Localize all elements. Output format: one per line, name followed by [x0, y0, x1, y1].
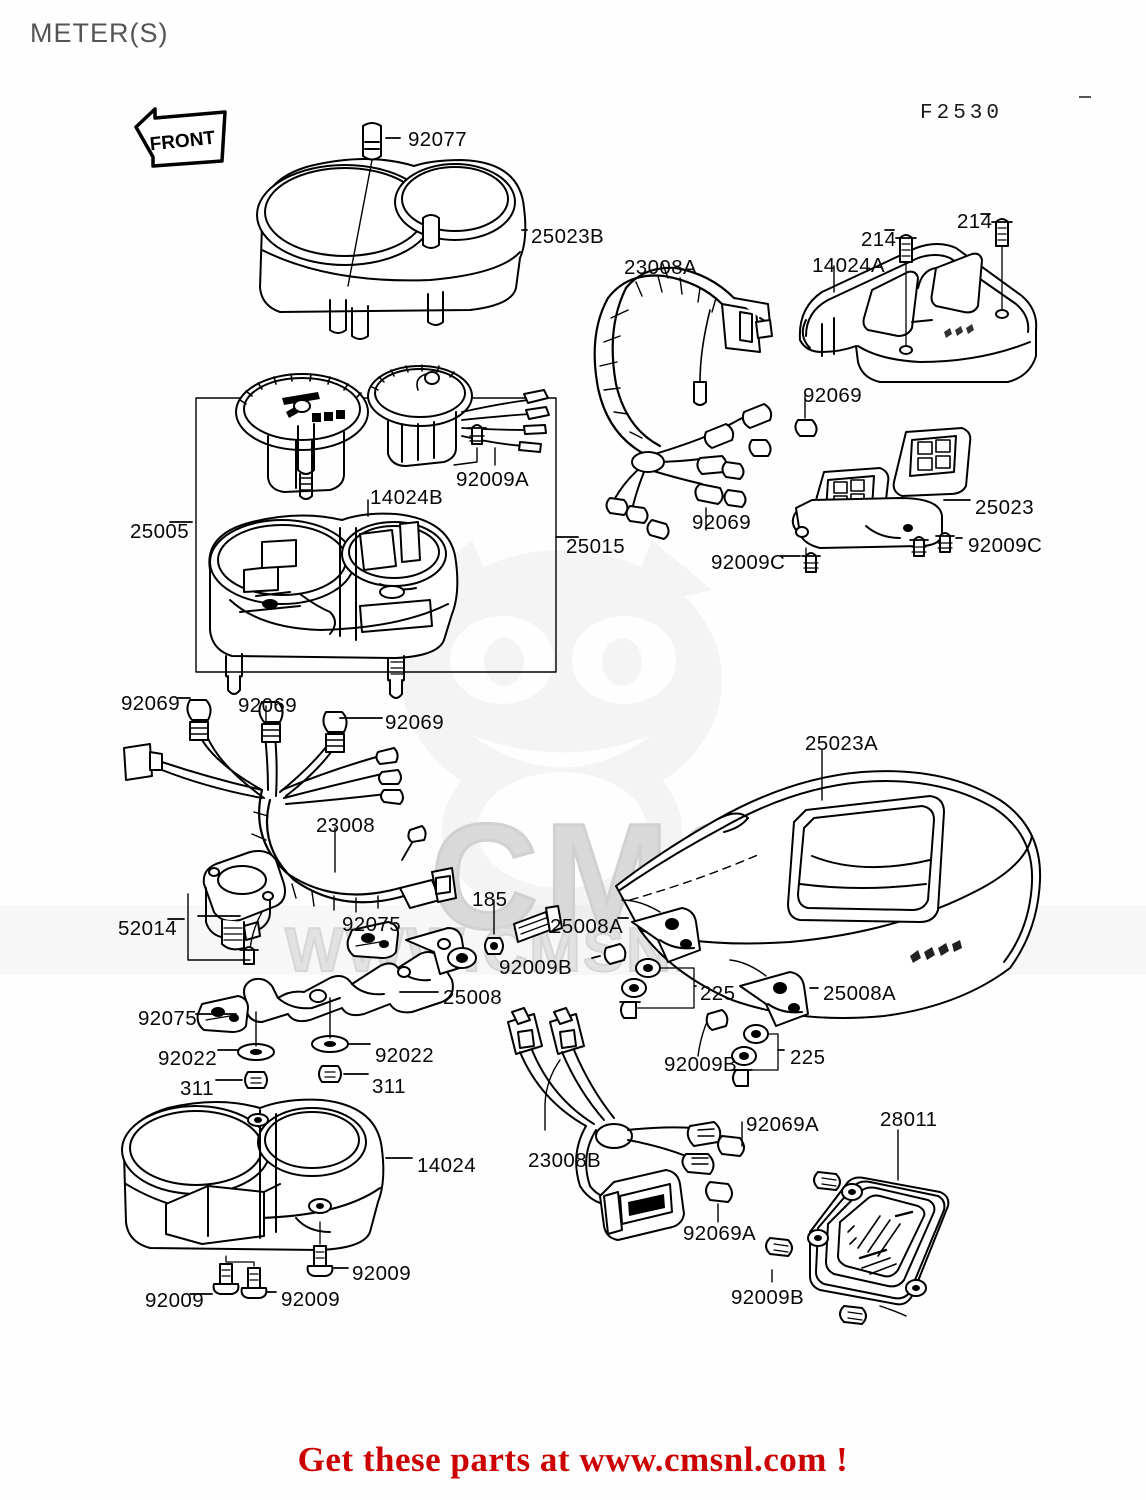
callout-92009-screw-a[interactable]: 92009 — [352, 1262, 412, 1285]
part-25015-tachometer — [367, 364, 550, 467]
callout-14024A-cover[interactable]: 14024A — [812, 254, 886, 277]
callout-23008A-harness[interactable]: 23008A — [624, 256, 698, 279]
callout-92069-bulb-upper[interactable]: 92069 — [803, 384, 863, 407]
callout-25005-speedometer-assy[interactable]: 25005 — [130, 520, 190, 543]
callout-92009B-screw-b[interactable]: 92009B — [664, 1053, 738, 1076]
callout-25023B-meter-cover[interactable]: 25023B — [531, 225, 605, 248]
callout-14024B-case[interactable]: 14024B — [370, 486, 444, 509]
callout-92009B-screw-a[interactable]: 92009B — [499, 956, 573, 979]
callout-14024-meter-body[interactable]: 14024 — [417, 1154, 477, 1177]
part-25023-indicator-panel — [779, 427, 972, 573]
callout-25023-indicator-panel[interactable]: 25023 — [975, 496, 1035, 519]
front-direction-arrow-icon: FRONT — [134, 107, 227, 168]
callout-23008B-harness[interactable]: 23008B — [528, 1149, 602, 1172]
part-23008-harness — [123, 697, 457, 913]
callout-185-washer[interactable]: 185 — [472, 888, 508, 911]
callout-92022-washer-right[interactable]: 92022 — [375, 1044, 435, 1067]
part-25005-speedometer — [235, 373, 369, 500]
callout-92069-bulb-a[interactable]: 92069 — [121, 692, 181, 715]
part-25023a-outer-cover — [615, 749, 1042, 1019]
callout-225-nut-b[interactable]: 225 — [790, 1046, 826, 1069]
callout-92069A-bulb-lower[interactable]: 92069A — [683, 1222, 757, 1245]
callout-92022-washer-left[interactable]: 92022 — [158, 1047, 218, 1070]
figure-code: F2530 — [920, 102, 1004, 125]
part-25023b-meter-cover — [256, 122, 528, 340]
callout-92069-bulb-lower[interactable]: 92069 — [692, 511, 752, 534]
callout-25008-bracket[interactable]: 25008 — [443, 986, 503, 1009]
callout-52014-gauge[interactable]: 52014 — [118, 917, 178, 940]
callout-25008A-bracket-upper[interactable]: 25008A — [550, 915, 624, 938]
callout-225-nut-a[interactable]: 225 — [700, 982, 736, 1005]
part-52014-gauge — [167, 850, 286, 965]
part-23008b-harness — [507, 1007, 745, 1241]
page-title: METER(S) — [30, 18, 169, 48]
callout-92009A-screw[interactable]: 92009A — [456, 468, 530, 491]
callout-28011-indicator-unit[interactable]: 28011 — [880, 1108, 938, 1131]
part-14024-meter-body — [121, 1098, 413, 1299]
group-box-25005-25015 — [169, 397, 579, 673]
callout-214-screw-left[interactable]: 214 — [861, 228, 897, 251]
callout-92077-bulb-socket[interactable]: 92077 — [408, 128, 468, 151]
callout-92069-bulb-c[interactable]: 92069 — [385, 711, 445, 734]
callout-92009C-screw-left[interactable]: 92009C — [711, 551, 786, 574]
callout-25023A-meter-cover-outer[interactable]: 25023A — [805, 732, 879, 755]
corner-tick-mark — [1079, 96, 1091, 98]
footer-cta[interactable]: Get these parts at www.cmsnl.com ! — [297, 1440, 849, 1479]
callout-92069-bulb-b[interactable]: 92069 — [238, 694, 298, 717]
part-14024b-meter-case — [208, 499, 459, 699]
part-14024a-cover — [798, 213, 1038, 383]
callout-25008A-bracket-lower[interactable]: 25008A — [823, 982, 897, 1005]
part-25008-bracket — [195, 899, 563, 1089]
callout-92069A-bulb-upper[interactable]: 92069A — [746, 1113, 820, 1136]
callout-23008-harness[interactable]: 23008 — [316, 814, 376, 837]
callout-311-nut-left[interactable]: 311 — [180, 1077, 214, 1100]
callout-92009B-screw-c[interactable]: 92009B — [731, 1286, 805, 1309]
callout-92009C-screw-right[interactable]: 92009C — [968, 534, 1043, 557]
callout-92075-damper-upper[interactable]: 92075 — [342, 913, 402, 936]
callout-92009-screw-c[interactable]: 92009 — [145, 1289, 205, 1312]
callout-25015-tachometer-assy[interactable]: 25015 — [566, 535, 626, 558]
callout-311-nut-right[interactable]: 311 — [372, 1075, 406, 1098]
callout-92075-damper-lower[interactable]: 92075 — [138, 1007, 198, 1030]
callout-92009-screw-b[interactable]: 92009 — [281, 1288, 341, 1311]
callout-214-screw-right[interactable]: 214 — [957, 210, 993, 233]
part-25008a-brackets — [591, 899, 819, 1087]
part-28011-indicator-unit — [765, 1129, 950, 1325]
part-23008a-harness — [593, 261, 818, 540]
